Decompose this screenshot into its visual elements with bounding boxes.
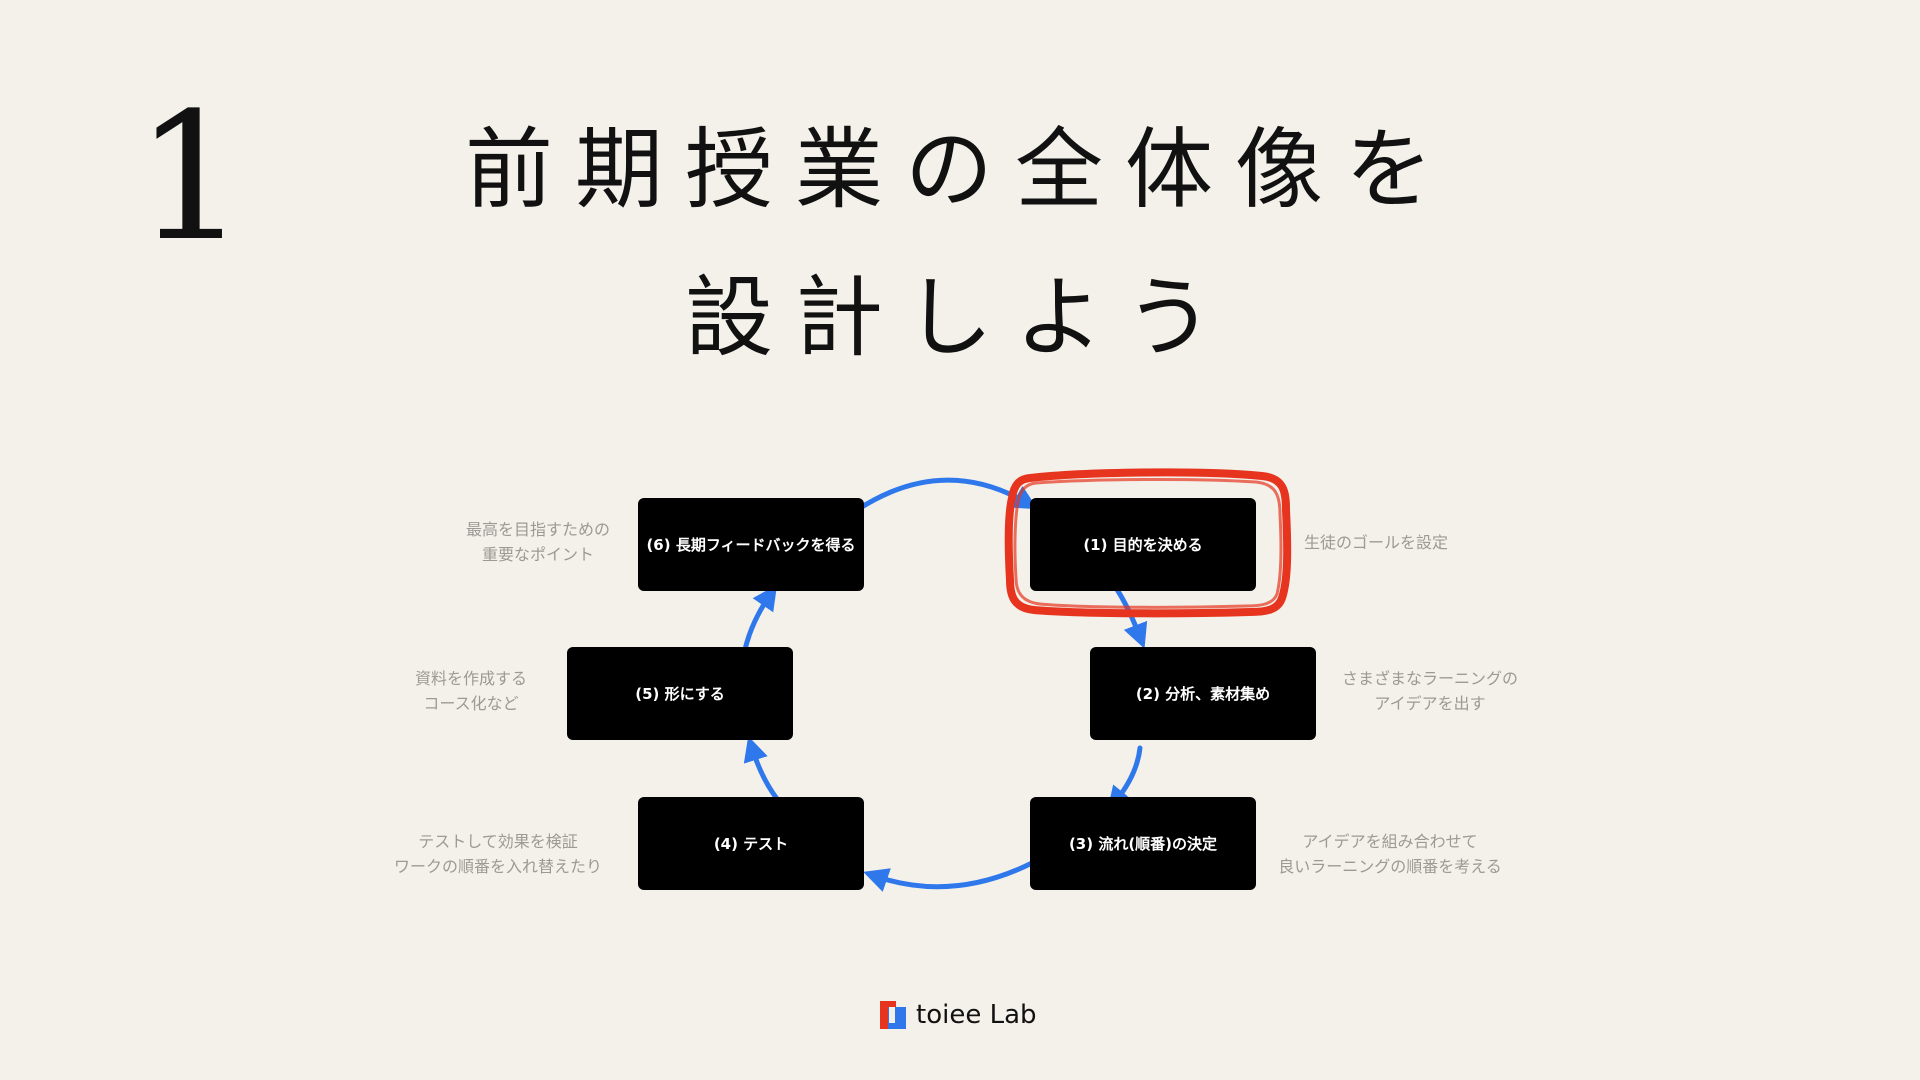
step-4-note: テストして効果を検証 ワークの順番を入れ替えたり: [353, 829, 643, 879]
step-3-note-line-1: アイデアを組み合わせて: [1302, 832, 1478, 851]
step-5-label: (5) 形にする: [635, 685, 725, 703]
step-5-note: 資料を作成する コース化など: [326, 666, 616, 716]
slide-title-line-1: 前期授業の全体像を: [464, 118, 1455, 221]
toiee-logo-icon: [880, 1001, 906, 1029]
step-6-note-line-1: 最高を目指すための: [465, 520, 610, 539]
step-2-note-line-1: さまざまなラーニングの: [1341, 669, 1518, 688]
step-5-note-line-2: コース化など: [423, 694, 519, 713]
step-5-node: (5) 形にする: [567, 647, 793, 740]
step-3-note: アイデアを組み合わせて 良いラーニングの順番を考える: [1245, 829, 1535, 879]
step-3-label: (3) 流れ(順番)の決定: [1068, 835, 1218, 853]
arrow-3-to-4: [863, 859, 1037, 892]
step-1-note: 生徒のゴールを設定: [1231, 530, 1521, 555]
arrow-6-to-1: [854, 477, 1038, 513]
footer-logo: toiee Lab: [880, 998, 1037, 1032]
step-2-node: (2) 分析、素材集め: [1090, 647, 1316, 740]
step-4-label: (4) テスト: [713, 835, 789, 853]
step-3-node: (3) 流れ(順番)の決定: [1030, 797, 1256, 890]
arrow-2-to-3: [1107, 745, 1143, 812]
step-1-note-line-1: 生徒のゴールを設定: [1303, 533, 1448, 552]
step-5-note-line-1: 資料を作成する: [414, 669, 527, 688]
step-6-note: 最高を目指すための 重要なポイント: [393, 517, 683, 567]
step-2-note-line-2: アイデアを出す: [1374, 694, 1486, 713]
arrow-5-to-6: [741, 584, 778, 657]
slide-title-line-2: 設計しよう: [684, 266, 1235, 369]
step-2-label: (2) 分析、素材集め: [1135, 685, 1271, 703]
slide-number: 1: [135, 75, 247, 280]
step-4-note-line-1: テストして効果を検証: [418, 832, 578, 851]
step-4-node: (4) テスト: [638, 797, 864, 890]
step-1-label: (1) 目的を決める: [1083, 536, 1203, 554]
step-6-label: (6) 長期フィードバックを得る: [646, 536, 856, 554]
step-6-note-line-2: 重要なポイント: [481, 545, 594, 564]
step-1-node: (1) 目的を決める: [1030, 498, 1256, 591]
logo-text: toiee Lab: [916, 1000, 1037, 1030]
step-2-note: さまざまなラーニングの アイデアを出す: [1285, 666, 1575, 716]
step-4-note-line-2: ワークの順番を入れ替えたり: [393, 857, 602, 876]
arrow-1-to-2: [1113, 585, 1148, 649]
step-3-note-line-2: 良いラーニングの順番を考える: [1278, 857, 1502, 876]
step-6-node: (6) 長期フィードバックを得る: [638, 498, 864, 591]
